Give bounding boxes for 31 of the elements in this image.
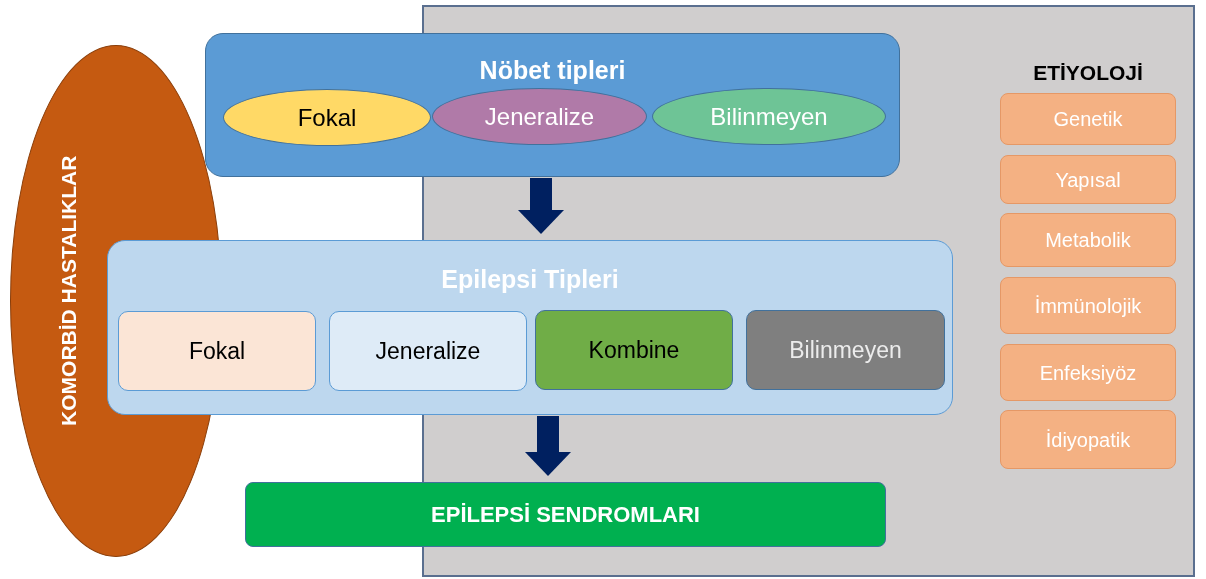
- heading: ETİYOLOJİ: [1032, 60, 1144, 86]
- heading: Epilepsi Tipleri: [440, 264, 620, 295]
- block-arrow: [518, 178, 564, 234]
- block-arrow: [525, 416, 571, 476]
- label: Jeneralize: [484, 101, 595, 132]
- vertical-title: KOMORBİD HASTALIKLAR: [56, 155, 82, 427]
- label: Bilinmeyen: [710, 101, 828, 132]
- type-box: [329, 311, 527, 391]
- label: Genetik: [1053, 107, 1123, 132]
- heading: Nöbet tipleri: [478, 55, 627, 86]
- label: İmmünolojik: [1034, 293, 1142, 319]
- etiology-box: [1000, 277, 1176, 334]
- type-box: [746, 310, 945, 390]
- type-box: [535, 310, 733, 390]
- label: Fokal: [188, 336, 246, 366]
- etiology-box: [1000, 155, 1176, 204]
- label: Kombine: [588, 335, 680, 365]
- etiology-box: [1000, 93, 1176, 145]
- syndromes-box: [245, 482, 886, 547]
- label: EPİLEPSİ SENDROMLARI: [431, 501, 700, 529]
- type-box: [118, 311, 316, 391]
- label: İdiyopatik: [1045, 427, 1131, 453]
- label: Fokal: [297, 102, 357, 133]
- label: Bilinmeyen: [789, 335, 902, 365]
- label: Enfeksiyöz: [1039, 360, 1137, 386]
- etiology-box: [1000, 344, 1176, 401]
- label: Metabolik: [1045, 228, 1131, 253]
- label: Yapısal: [1055, 167, 1121, 193]
- etiology-box: [1000, 410, 1176, 469]
- etiology-box: [1000, 213, 1176, 267]
- label: Jeneralize: [375, 336, 481, 366]
